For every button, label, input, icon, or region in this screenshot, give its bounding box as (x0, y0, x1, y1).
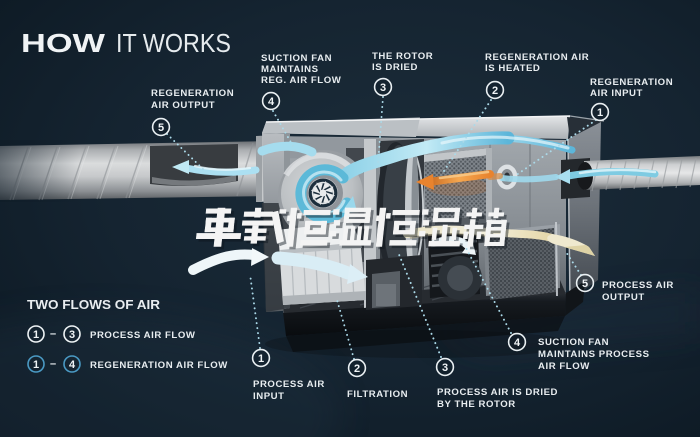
svg-text:OUTPUT: OUTPUT (602, 292, 645, 303)
svg-text:1: 1 (33, 359, 39, 371)
svg-text:1: 1 (33, 329, 39, 341)
svg-text:REGENERATION: REGENERATION (590, 77, 673, 88)
svg-text:SUCTION FAN: SUCTION FAN (261, 53, 332, 64)
svg-text:MAINTAINS PROCESS: MAINTAINS PROCESS (538, 349, 650, 360)
svg-text:REG. AIR FLOW: REG. AIR FLOW (261, 75, 342, 86)
svg-text:4: 4 (268, 96, 275, 108)
svg-text:BY THE ROTOR: BY THE ROTOR (437, 399, 516, 410)
svg-text:REGENERATION AIR FLOW: REGENERATION AIR FLOW (90, 360, 228, 371)
svg-text:1: 1 (258, 353, 264, 365)
svg-text:3: 3 (69, 329, 75, 341)
svg-text:1: 1 (597, 107, 603, 119)
svg-text:INPUT: INPUT (253, 391, 285, 402)
svg-text:–: – (50, 358, 56, 370)
svg-text:REGENERATION AIR: REGENERATION AIR (485, 52, 589, 63)
svg-text:5: 5 (158, 122, 164, 134)
svg-text:2: 2 (354, 363, 360, 375)
svg-text:IT WORKS: IT WORKS (116, 28, 231, 58)
svg-text:AIR INPUT: AIR INPUT (590, 88, 643, 99)
svg-text:–: – (50, 328, 56, 340)
svg-text:AIR OUTPUT: AIR OUTPUT (151, 100, 215, 111)
svg-text:PROCESS AIR: PROCESS AIR (602, 280, 674, 291)
svg-text:HOW: HOW (21, 28, 106, 58)
svg-text:IS HEATED: IS HEATED (485, 63, 540, 74)
svg-text:3: 3 (380, 82, 386, 94)
svg-text:PROCESS AIR IS DRIED: PROCESS AIR IS DRIED (437, 387, 558, 398)
svg-text:MAINTAINS: MAINTAINS (261, 64, 319, 75)
svg-text:5: 5 (582, 278, 588, 290)
svg-text:PROCESS AIR: PROCESS AIR (253, 379, 325, 390)
svg-text:IS DRIED: IS DRIED (372, 62, 418, 73)
svg-text:PROCESS AIR FLOW: PROCESS AIR FLOW (90, 330, 196, 341)
svg-text:4: 4 (514, 337, 521, 349)
svg-text:2: 2 (492, 85, 498, 97)
svg-text:REGENERATION: REGENERATION (151, 88, 234, 99)
svg-text:TWO FLOWS OF AIR: TWO FLOWS OF AIR (27, 297, 161, 312)
svg-text:4: 4 (69, 359, 76, 371)
svg-text:THE ROTOR: THE ROTOR (372, 51, 433, 62)
svg-text:SUCTION FAN: SUCTION FAN (538, 337, 609, 348)
svg-text:AIR FLOW: AIR FLOW (538, 361, 590, 372)
svg-text:FILTRATION: FILTRATION (347, 389, 408, 400)
svg-text:3: 3 (442, 362, 448, 374)
